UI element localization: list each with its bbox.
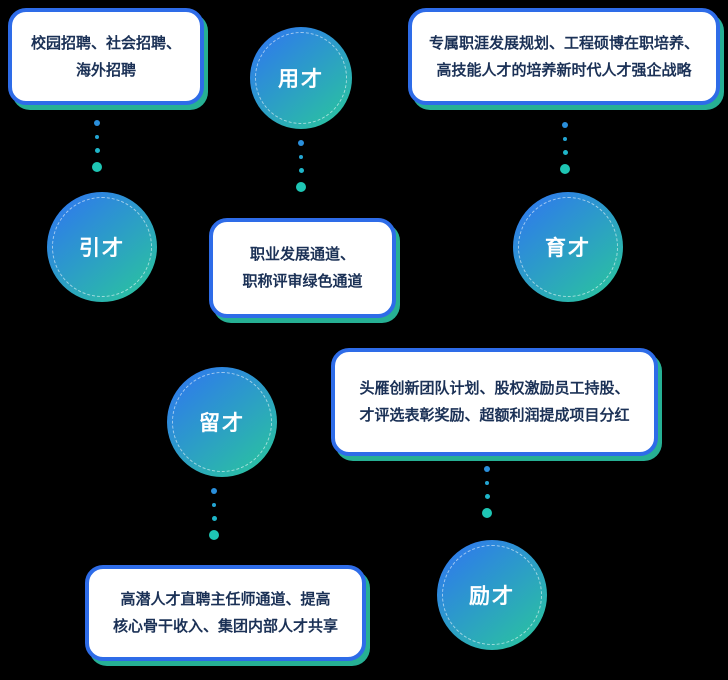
connector-dot — [209, 530, 219, 540]
share-box-line2: 核心骨干收入、集团内部人才共享 — [112, 618, 338, 635]
node-licai-circle: 励才 — [437, 540, 547, 650]
node-yucai-label: 育才 — [545, 237, 591, 260]
development-box-line1: 专属职涯发展规划、工程硕博在职培养、 — [428, 34, 699, 52]
connector-dot — [484, 466, 490, 472]
node-liucai-label: 留才 — [199, 412, 245, 435]
connector-dot — [211, 516, 217, 521]
node-licai-label: 励才 — [469, 585, 515, 608]
recruitment-box-line1: 校园招聘、社会招聘、 — [30, 34, 181, 52]
connector-dot — [298, 168, 304, 173]
incentive-box-line1: 头雁创新团队计划、股权激励员工持股、 — [359, 380, 630, 397]
connector-dot — [95, 135, 99, 139]
connector-dot — [563, 137, 567, 141]
development-box-line2: 高技能人才的培养新时代人才强企战略 — [436, 61, 692, 79]
node-yincai-circle: 引才 — [47, 192, 157, 302]
connector-liucai-to-share — [208, 488, 220, 540]
connector-dot — [296, 182, 306, 192]
share-box-line1: 高潜人才直聘主任师通道、提高 — [120, 591, 331, 608]
node-yucai-circle: 育才 — [513, 192, 623, 302]
development-box: 专属职涯发展规划、工程硕博在职培养、 高技能人才的培养新时代人才强企战略 — [408, 8, 720, 105]
connector-dot — [212, 503, 216, 507]
career-box-line2: 职称评审绿色通道 — [242, 273, 363, 290]
connector-dot — [92, 162, 102, 172]
connector-develop-to-yucai — [559, 122, 571, 174]
career-box: 职业发展通道、 职称评审绿色通道 — [209, 218, 396, 318]
connector-dot — [299, 155, 303, 159]
node-yongcai-circle: 用才 — [250, 27, 352, 129]
connector-dot — [94, 120, 100, 126]
incentive-box-line2: 才评选表彰奖励、超额利润提成项目分红 — [359, 407, 630, 424]
recruitment-box-line2: 海外招聘 — [75, 61, 136, 79]
connector-dot — [94, 148, 100, 153]
connector-recruit-to-yincai — [91, 120, 103, 172]
connector-incentive-to-licai — [481, 466, 493, 518]
node-yincai-label: 引才 — [79, 237, 125, 260]
connector-dot — [482, 508, 492, 518]
connector-dot — [484, 494, 490, 499]
recruitment-box: 校园招聘、社会招聘、 海外招聘 — [8, 8, 204, 105]
connector-dot — [211, 488, 217, 494]
incentive-box: 头雁创新团队计划、股权激励员工持股、 才评选表彰奖励、超额利润提成项目分红 — [331, 348, 658, 456]
node-liucai-circle: 留才 — [167, 367, 277, 477]
share-box: 高潜人才直聘主任师通道、提高 核心骨干收入、集团内部人才共享 — [85, 565, 366, 661]
connector-dot — [560, 164, 570, 174]
connector-dot — [562, 150, 568, 155]
connector-dot — [562, 122, 568, 128]
career-box-line1: 职业发展通道、 — [249, 246, 355, 263]
connector-dot — [298, 140, 304, 146]
connector-dot — [485, 481, 489, 485]
connector-yongcai-to-career — [295, 140, 307, 192]
node-yongcai-label: 用才 — [278, 68, 324, 91]
